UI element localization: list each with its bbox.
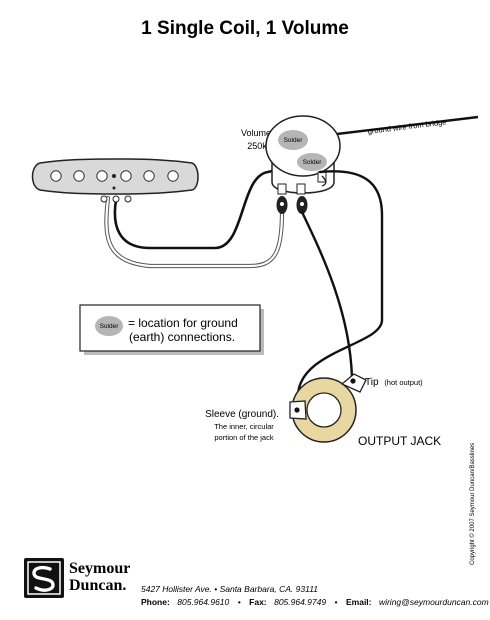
email-label: Email: [346,597,372,607]
solder-legend: Solder = location for ground (earth) con… [79,304,264,355]
legend-line-2: (earth) connections. [129,330,235,344]
single-coil-pickup [31,158,199,203]
pole-piece [143,170,155,182]
solder-blob [297,153,327,171]
solder-label-top: Solder [284,137,304,144]
jack-hot-wire [300,210,354,380]
lug-hole [280,202,284,206]
seymour-duncan-logo: Seymour Duncan. [24,558,130,598]
pickup-dot [112,186,116,190]
jack-ground-wire [296,170,384,410]
output-jack: Tip (hot output) Sleeve (ground). The in… [205,373,441,448]
pickup-eyelet [112,195,120,203]
pot-ground-jumper [321,175,327,187]
tip-note: (hot output) [384,378,423,387]
tip-label: Tip [365,377,379,388]
sleeve-note-2: portion of the jack [214,433,273,442]
volume-pot: Volume 250k Solder Solder [241,115,341,214]
svg-text:Phone: 805.964.9610: Phone: 805.964.9610 • Fax: 805.964.9749 … [141,592,489,609]
fax-label: Fax: [249,597,267,607]
sleeve-solder-point [294,407,300,413]
svg-text:Tip (hot output): Tip (hot output) [365,377,423,388]
email-address[interactable]: wiring@seymourduncan.com [379,597,489,607]
pole-piece [96,170,108,182]
pickup-dot [112,174,116,178]
phone-number: 805.964.9610 [177,597,229,607]
solder-blob [278,130,308,150]
legend-solder-blob [95,316,123,336]
diagram-title: 1 Single Coil, 1 Volume [141,18,349,39]
pot-label: Volume [241,128,271,138]
legend-line-1: = location for ground [128,316,238,330]
pole-piece [167,170,179,182]
tip-solder-point [350,378,356,384]
legend-solder-label: Solder [100,323,120,330]
logo-line-1: Seymour [69,560,130,577]
pole-piece [50,170,62,182]
jack-hole [306,392,342,428]
sleeve-label: Sleeve (ground). [205,409,279,420]
sleeve-note-1: The inner, circular [214,422,274,431]
phone-label: Phone: [141,597,170,607]
solder-label-bottom: Solder [303,159,323,166]
ground-wire-label: ground wire from bridge [367,117,447,136]
pole-piece [120,170,132,182]
copyright: Copyright © 2007 Seymour Duncan/Bassline… [469,443,476,565]
logo-s-icon [32,565,55,592]
pickup-eyelet [124,195,132,203]
logo-badge-frame [27,561,61,595]
pot-value: 250k [247,141,267,151]
output-jack-label: OUTPUT JACK [358,434,441,448]
pickup-eyelet [100,195,108,203]
company-address: 5427 Hollister Ave. • Santa Barbara, CA.… [141,584,318,594]
fax-number: 805.964.9749 [274,597,326,607]
pole-piece [73,170,85,182]
logo-line-2: Duncan. [69,577,126,594]
lug-hole [300,202,304,206]
pickup-white-lead [104,195,285,269]
pickup-black-lead [113,163,298,250]
company-contact: 5427 Hollister Ave. • Santa Barbara, CA.… [141,584,489,609]
pot-lug [277,183,287,195]
pot-lug [296,183,306,195]
